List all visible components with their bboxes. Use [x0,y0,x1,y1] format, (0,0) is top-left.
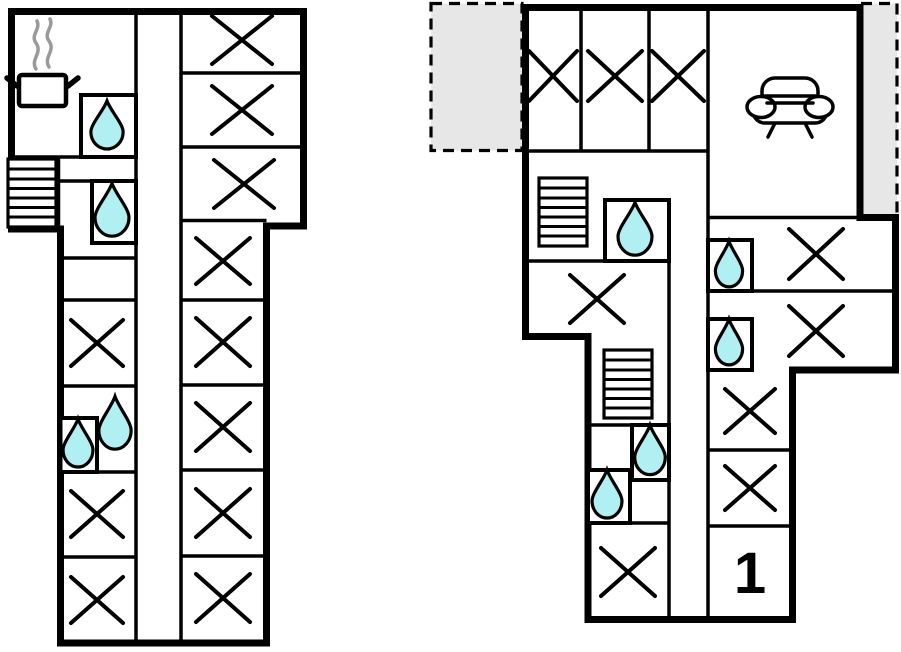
shower-cubicle-walls [586,198,754,525]
stairs-icon [6,157,58,229]
sofa-icon [745,76,835,139]
right-outer-walls [522,4,899,623]
right-building-plan: 1 [429,1,899,623]
left-outer-walls [8,8,307,647]
steam-icon [45,17,53,69]
terrace-area [429,1,524,153]
steam-icon [32,19,40,71]
left-interior-walls [11,11,304,643]
terrace-area [859,1,899,220]
shower-cubicle-walls [58,93,138,474]
left-building-plan [4,8,307,647]
stairs-icon [537,176,589,248]
stove-pot-icon [4,17,81,109]
stairs-icon [602,348,654,420]
room-number-label: 1 [734,541,766,606]
